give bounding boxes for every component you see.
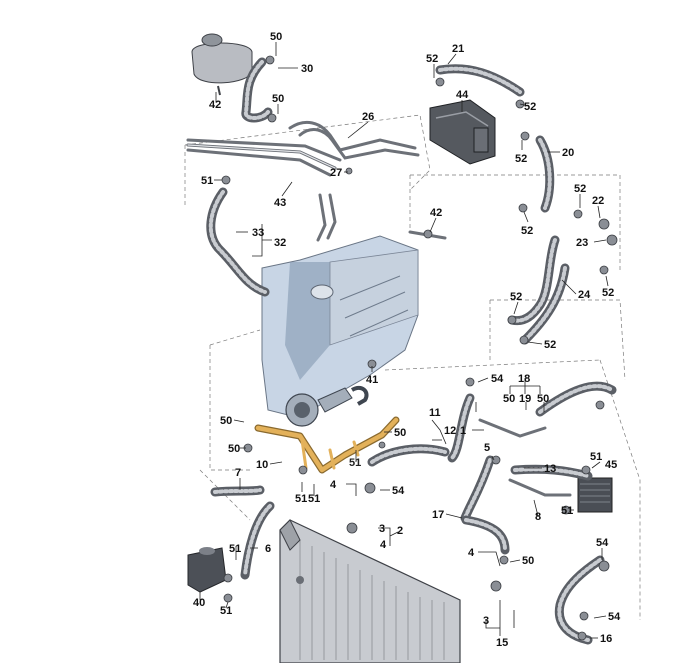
- callout-label: 6: [265, 543, 271, 555]
- callout-label: 24: [578, 289, 591, 301]
- callout-label: 42: [430, 207, 442, 219]
- callout-label: 32: [274, 237, 286, 249]
- callout-label: 51: [308, 493, 320, 505]
- callout-label: 43: [274, 197, 286, 209]
- expansion-tank: [191, 33, 253, 96]
- callout-label: 10: [256, 459, 268, 471]
- leader-lines: [199, 42, 609, 639]
- callout-label: 42: [209, 99, 221, 111]
- callout-label: 51: [229, 543, 241, 555]
- callout-label: 54: [596, 537, 609, 549]
- callout-label: 51: [590, 451, 602, 463]
- hose-clamps: [221, 55, 618, 641]
- engine-block: [261, 235, 419, 427]
- callout-label: 23: [576, 237, 588, 249]
- callout-label: 2: [397, 525, 403, 537]
- callout-label: 41: [366, 374, 378, 386]
- callout-label: 50: [272, 93, 284, 105]
- callout-label: 54: [392, 485, 405, 497]
- callout-label: 52: [574, 183, 586, 195]
- callout-label: 50: [270, 31, 282, 43]
- callout-label: 45: [605, 459, 617, 471]
- washer-reservoir: [187, 547, 227, 593]
- callout-label: 27: [330, 167, 342, 179]
- callout-label: 54: [491, 373, 504, 385]
- callout-label: 4: [380, 539, 387, 551]
- callout-label: 52: [521, 225, 533, 237]
- callout-label: 50: [537, 393, 549, 405]
- heater-valve-unit: [429, 99, 496, 165]
- callout-label: 7: [235, 467, 241, 479]
- callout-label: 22: [592, 195, 604, 207]
- callout-label: 3: [379, 523, 385, 535]
- callout-label: 33: [252, 227, 264, 239]
- callout-label: 51: [561, 505, 573, 517]
- callout-label: 21: [452, 43, 464, 55]
- callout-label: 50: [522, 555, 534, 567]
- callout-label: 26: [362, 111, 374, 123]
- callout-label-highlighted: 51: [349, 457, 361, 469]
- callout-label: 44: [456, 89, 469, 101]
- callout-label: 50: [503, 393, 515, 405]
- callout-label: 30: [301, 63, 313, 75]
- callout-label: 20: [562, 147, 574, 159]
- callout-label: 8: [535, 511, 541, 523]
- callout-label: 12: [444, 425, 456, 437]
- callout-label: 4: [330, 479, 337, 491]
- callout-label: 51: [295, 493, 307, 505]
- callout-label: 19: [519, 393, 531, 405]
- callout-label: 51: [220, 605, 232, 617]
- callout-label: 40: [193, 597, 205, 609]
- callout-label: 52: [515, 153, 527, 165]
- callout-label: 5: [484, 442, 490, 454]
- callout-label: 16: [600, 633, 612, 645]
- callout-label: 15: [496, 637, 508, 649]
- callout-label: 50: [220, 415, 232, 427]
- callout-labels: 50 30 42 50 21 52 44 52 26 52 20 27 51 4…: [193, 31, 621, 649]
- callout-label: 52: [524, 101, 536, 113]
- highlighted-coolant-pipe: [254, 416, 400, 474]
- callout-label: 18: [518, 373, 530, 385]
- callout-label: 11: [429, 407, 441, 419]
- callout-label: 3: [483, 615, 489, 627]
- callout-label: 52: [510, 291, 522, 303]
- callout-label: 50: [394, 427, 406, 439]
- callout-label: 4: [468, 547, 475, 559]
- coolant-pipes: [186, 120, 572, 497]
- callout-label: 52: [602, 287, 614, 299]
- callout-label: 13: [544, 463, 556, 475]
- callout-label: 54: [608, 611, 621, 623]
- callout-label: 17: [432, 509, 444, 521]
- coolant-hoses: [206, 57, 617, 645]
- callout-label: 1: [460, 425, 466, 437]
- callout-label: 51: [201, 175, 213, 187]
- callout-label: 52: [544, 339, 556, 351]
- callout-label: 52: [426, 53, 438, 65]
- callout-label: 50: [228, 443, 240, 455]
- oil-cooler: [577, 477, 613, 513]
- radiator: [279, 519, 461, 663]
